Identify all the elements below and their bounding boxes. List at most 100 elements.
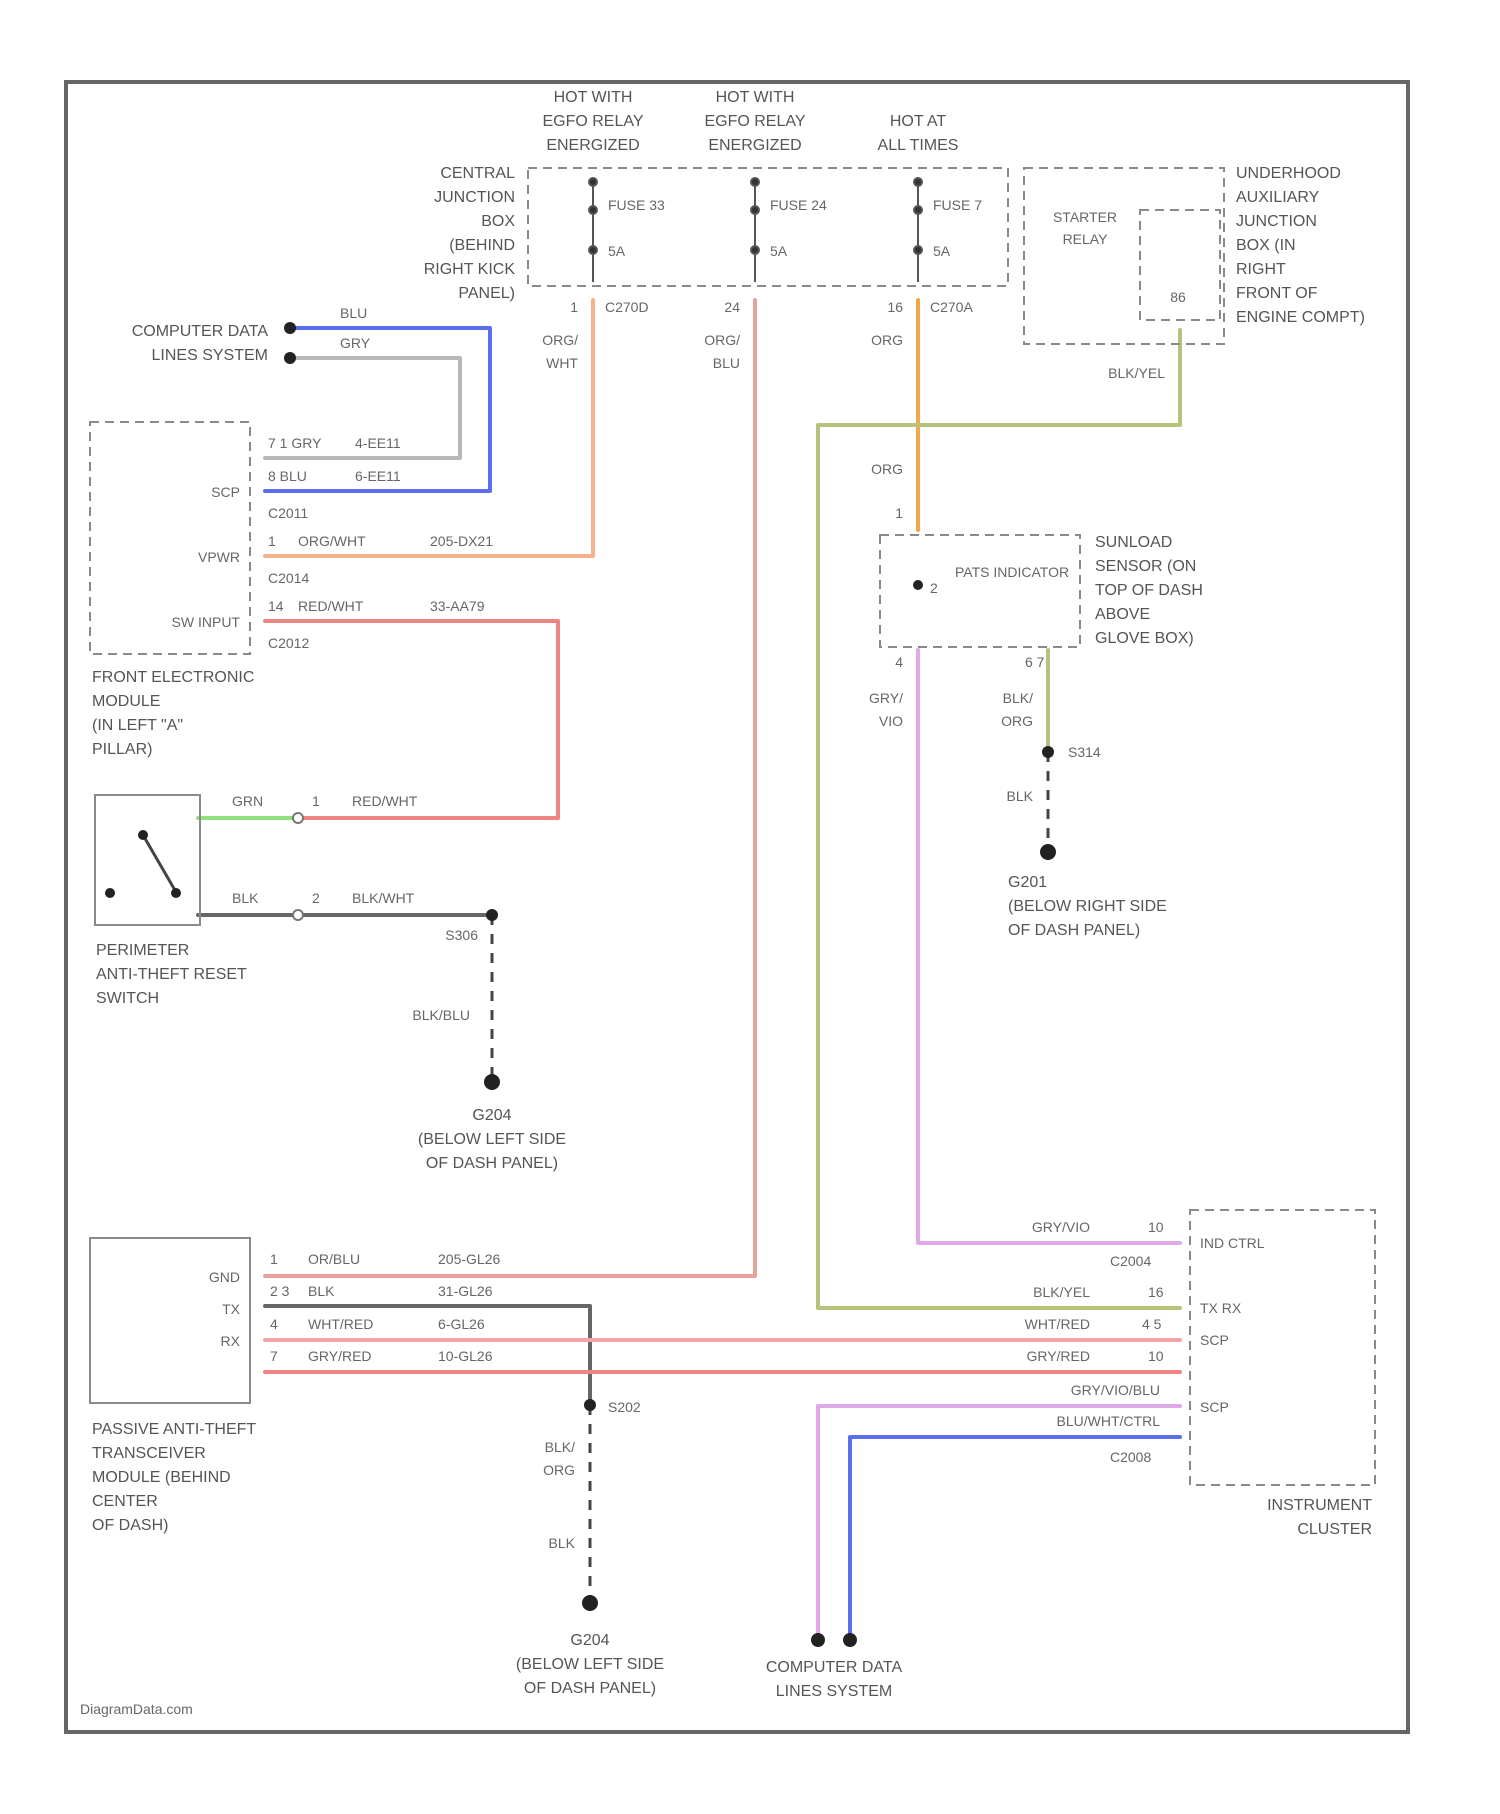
wire-blk-org-pats-label-2: ORG	[543, 1462, 575, 1478]
pats-module-circuit-4: 6-GL26	[438, 1316, 485, 1332]
computer-data-bottom-label-2: LINES SYSTEM	[776, 1683, 892, 1700]
pats-indicator-pin-4: 4	[895, 654, 903, 670]
underhood-junction-box	[1024, 168, 1224, 344]
switch-pin-2	[293, 910, 303, 920]
pats-module-pin-1: 1	[270, 1251, 278, 1267]
computer-data-bottom-label-1: COMPUTER DATA	[766, 1659, 903, 1676]
underhood-label-2: AUXILIARY	[1236, 189, 1320, 206]
cjb-label-1: CENTRAL	[440, 165, 515, 182]
splice-s306-label: S306	[445, 927, 478, 943]
pats-module-wire-1: OR/BLU	[308, 1251, 360, 1267]
wire-blk-wht-label: BLK/WHT	[352, 890, 415, 906]
fem-label-1: FRONT ELECTRONIC	[92, 669, 254, 686]
hot-start-line-2: EGFO RELAY	[542, 113, 643, 130]
switch-pin-1	[293, 813, 303, 823]
wire-org-blu	[265, 300, 755, 1276]
cluster-row-1-func: IND CTRL	[1200, 1235, 1265, 1251]
hot-always-line-1: HOT AT	[890, 113, 947, 130]
underhood-label-6: FRONT OF	[1236, 285, 1318, 302]
underhood-label-7: ENGINE COMPT)	[1236, 309, 1365, 326]
fem-pin-8-text: 8 BLU	[268, 468, 307, 484]
splice-s202-label: S202	[608, 1399, 641, 1415]
cluster-row-2-pin: 16	[1148, 1284, 1164, 1300]
fem-label-2: MODULE	[92, 693, 160, 710]
pats-module-rx-label: RX	[221, 1333, 241, 1349]
wire-blk-pats-ground-label: BLK	[549, 1535, 576, 1551]
hot-start-line-1: HOT WITH	[554, 89, 633, 106]
computer-data-top-label-1: COMPUTER DATA	[132, 323, 269, 340]
fuse-7-symbol	[914, 178, 922, 282]
cjb-label-6: PANEL)	[458, 285, 515, 302]
wire-org-wht-label-2: WHT	[546, 355, 578, 371]
fem-sw-input-label: SW INPUT	[172, 614, 241, 630]
ground-g204-bottom-label-2: OF DASH PANEL)	[524, 1680, 656, 1697]
computer-data-bottom-terminal-vio	[811, 1633, 825, 1647]
ground-g201-name: G201	[1008, 874, 1047, 891]
switch-blade	[143, 835, 176, 892]
wire-blk-switch-label: BLK	[232, 890, 259, 906]
reset-switch-label-2: ANTI-THEFT RESET	[96, 966, 247, 983]
cluster-row-3-pin: 4 5	[1142, 1316, 1162, 1332]
cluster-row-1-pin: 10	[1148, 1219, 1164, 1235]
cluster-row-2-func: TX RX	[1200, 1300, 1242, 1316]
wire-org-wht-label-1: ORG/	[542, 332, 578, 348]
connector-c2014: C2014	[268, 570, 309, 586]
pats-indicator-box	[880, 535, 1080, 647]
wire-blk-org-right-label-1: BLK/	[1003, 690, 1033, 706]
pats-module-circuit-7: 10-GL26	[438, 1348, 493, 1364]
wire-blk-yel-label-top: BLK/YEL	[1108, 365, 1165, 381]
fem-pin-7-text: 7 1 GRY	[268, 435, 322, 451]
fem-sw-input-circuit: 33-AA79	[430, 598, 485, 614]
fem-vpwr-wire: ORG/WHT	[298, 533, 366, 549]
pats-module-label-1: PASSIVE ANTI-THEFT	[92, 1421, 256, 1438]
connector-c2008: C2008	[1110, 1449, 1151, 1465]
pats-module-circuit-2: 31-GL26	[438, 1283, 493, 1299]
cluster-row-6-wire: BLU/WHT/CTRL	[1057, 1413, 1161, 1429]
cluster-row-4-pin: 10	[1148, 1348, 1164, 1364]
fuse-24-symbol	[751, 178, 759, 282]
connector-c2011: C2011	[268, 505, 308, 521]
pats-indicator-pin-dot	[913, 580, 923, 590]
computer-data-bottom-terminal-blu	[843, 1633, 857, 1647]
pats-indicator-pin-1: 1	[895, 505, 903, 521]
cluster-row-4-wire: GRY/RED	[1026, 1348, 1090, 1364]
wire-gry-vio-label-1: GRY/	[869, 690, 903, 706]
pats-module-label-4: CENTER	[92, 1493, 158, 1510]
ground-g204-top-name: G204	[472, 1107, 511, 1124]
fem-vpwr-pin: 1	[268, 533, 276, 549]
ground-g204-bottom-label-1: (BELOW LEFT SIDE	[516, 1656, 664, 1673]
wire-org-label-top: ORG	[871, 332, 903, 348]
reset-switch-label-1: PERIMETER	[96, 942, 189, 959]
pats-indicator-name: PATS INDICATOR	[955, 564, 1069, 580]
reset-switch-box	[95, 795, 200, 925]
pats-module-box	[90, 1238, 250, 1403]
cluster-row-5-wire: GRY/VIO/BLU	[1071, 1382, 1160, 1398]
underhood-label-4: BOX (IN	[1236, 237, 1296, 254]
hot-run-line-1: HOT WITH	[716, 89, 795, 106]
wire-blk-sunload-ground-label: BLK	[1007, 788, 1034, 804]
fuse-33-name: FUSE 33	[608, 197, 665, 213]
pats-indicator-pin-2: 2	[930, 580, 938, 596]
wire-grn-label: GRN	[232, 793, 263, 809]
ground-g204-top-dot	[484, 1074, 500, 1090]
fem-label-3: (IN LEFT "A"	[92, 717, 183, 734]
connector-c270a: C270A	[930, 299, 973, 315]
wire-blk-org-pats-label-1: BLK/	[545, 1439, 575, 1455]
pats-module-gnd-label: GND	[209, 1269, 240, 1285]
wire-gry-vio-label-2: VIO	[879, 713, 903, 729]
wire-blu-top	[265, 328, 490, 491]
fem-sw-input-pin: 14	[268, 598, 284, 614]
fuse-33-symbol	[589, 178, 597, 282]
fem-pin-7-circuit: 4-EE11	[355, 435, 401, 451]
pats-module-pin-7: 7	[270, 1348, 278, 1364]
splice-s314-dot	[1042, 746, 1054, 758]
pats-indicator-pin-6-7: 6 7	[1025, 654, 1045, 670]
wire-red-wht-switch-label: RED/WHT	[352, 793, 418, 809]
wire-org-blu-label-1: ORG/	[704, 332, 740, 348]
computer-data-top-terminal-blu	[284, 322, 296, 334]
fuse-7-name: FUSE 7	[933, 197, 982, 213]
computer-data-top-terminal-gry	[284, 352, 296, 364]
fem-vpwr-label: VPWR	[198, 549, 240, 565]
pats-module-label-3: MODULE (BEHIND	[92, 1469, 231, 1486]
wire-blu-top-label: BLU	[340, 305, 367, 321]
